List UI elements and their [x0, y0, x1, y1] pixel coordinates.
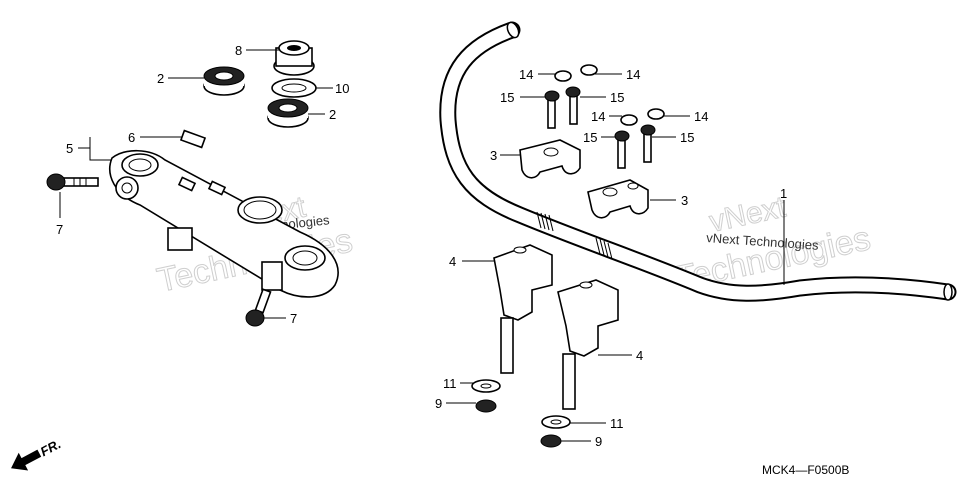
callout-9-right: 9	[595, 434, 602, 449]
callouts: 1 2 2 3 3 4 4 5 6 7 7 8 9 9 10 11 11 14 …	[56, 43, 787, 449]
front-direction-arrow: FR.	[11, 436, 64, 471]
handlebar	[439, 21, 957, 302]
washer-10	[271, 78, 317, 98]
callout-2-upper: 2	[157, 71, 164, 86]
callout-1: 1	[780, 186, 787, 201]
bearing-2-lower	[267, 98, 309, 128]
callout-10: 10	[335, 81, 349, 96]
callout-2-lower: 2	[329, 107, 336, 122]
callout-14-a: 14	[519, 67, 533, 82]
callout-7-bottom: 7	[290, 311, 297, 326]
nut-9-right	[540, 434, 562, 448]
arrow-left-icon	[11, 449, 42, 471]
top-bridge	[109, 149, 339, 298]
callout-7-left: 7	[56, 222, 63, 237]
callout-6: 6	[128, 130, 135, 145]
washer-11-right	[541, 415, 571, 429]
plate-6	[179, 129, 207, 149]
washer-11-left	[471, 379, 501, 393]
nut-8	[273, 40, 315, 76]
callout-11-right: 11	[610, 416, 624, 431]
bolt-7-bottom	[245, 288, 272, 327]
callout-15-b: 15	[610, 90, 624, 105]
cap-14-group	[554, 64, 665, 126]
holder-4-left	[493, 244, 553, 374]
callout-15-c: 15	[583, 130, 597, 145]
callout-9-left: 9	[435, 396, 442, 411]
callout-15-d: 15	[680, 130, 694, 145]
leader-lines	[59, 49, 785, 442]
nut-9-left	[475, 399, 497, 413]
bolt-15-group	[544, 86, 656, 169]
callout-14-b: 14	[626, 67, 640, 82]
bolt-7-left	[46, 173, 99, 191]
callout-14-d: 14	[694, 109, 708, 124]
callout-8: 8	[235, 43, 242, 58]
callout-3-left: 3	[490, 148, 497, 163]
holder-4-right	[557, 279, 619, 410]
callout-11-left: 11	[443, 376, 457, 391]
callout-3-right: 3	[681, 193, 688, 208]
front-direction-label: FR.	[38, 436, 64, 459]
callout-4-left: 4	[449, 254, 456, 269]
bearing-2-upper	[203, 66, 245, 96]
holder-3-left	[519, 139, 581, 179]
callout-4-right: 4	[636, 348, 643, 363]
callout-15-a: 15	[500, 90, 514, 105]
diagram-code: MCK4—F0500B	[762, 463, 849, 477]
holder-3-right	[587, 179, 649, 219]
callout-5: 5	[66, 141, 73, 156]
callout-14-c: 14	[591, 109, 605, 124]
